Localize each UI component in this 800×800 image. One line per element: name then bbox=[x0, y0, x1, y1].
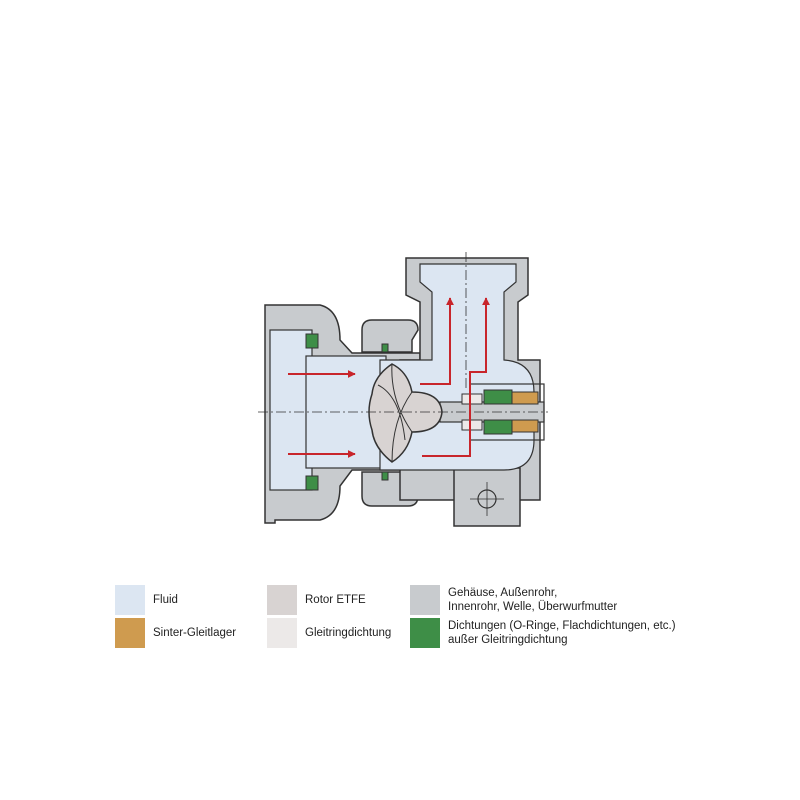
legend-swatch-bearing bbox=[115, 618, 145, 648]
legend-label-mech-seal: Gleitringdichtung bbox=[305, 627, 392, 639]
legend-label-fluid: Fluid bbox=[153, 594, 178, 606]
legend-label-housing-line2: Innenrohr, Welle, Überwurfmutter bbox=[448, 601, 618, 613]
legend-label-rotor: Rotor ETFE bbox=[305, 594, 366, 606]
o-ring-bottom bbox=[381, 471, 389, 481]
rotor bbox=[368, 363, 443, 463]
legend-item-rotor: Rotor ETFE bbox=[267, 585, 366, 615]
flat-seal-bottom bbox=[305, 475, 319, 491]
mech-seal-top bbox=[483, 389, 513, 405]
legend-label-seals: Dichtungen (O-Ringe, Flachdichtungen, et… bbox=[448, 618, 676, 647]
flow-arrow-outlet-left bbox=[420, 297, 454, 385]
flow-arrow-outlet-right bbox=[422, 297, 490, 457]
sinter-bearing-top bbox=[511, 391, 539, 405]
legend-label-seals-line2: außer Gleitringdichtung bbox=[448, 634, 568, 646]
legend-label-bearing: Sinter-Gleitlager bbox=[153, 627, 237, 639]
legend-item-mech-seal: Gleitringdichtung bbox=[267, 618, 391, 648]
legend-item-seals: Dichtungen (O-Ringe, Flachdichtungen, et… bbox=[410, 618, 676, 648]
legend-item-bearing: Sinter-Gleitlager bbox=[115, 618, 236, 648]
mech-seal-face-bottom bbox=[461, 419, 483, 431]
legend-item-housing: Gehäuse, Außenrohr, Innenrohr, Welle, Üb… bbox=[410, 585, 617, 615]
sinter-bearing-bottom bbox=[511, 419, 539, 433]
legend-swatch-fluid bbox=[115, 585, 145, 615]
foot-mounting-hole bbox=[477, 489, 497, 509]
legend-label-housing: Gehäuse, Außenrohr, Innenrohr, Welle, Üb… bbox=[448, 585, 617, 614]
fluid-inlet-chamber bbox=[269, 329, 313, 491]
rotor-blade-lines bbox=[377, 363, 413, 463]
mech-seal-face-top bbox=[461, 393, 483, 405]
union-nut-top bbox=[361, 319, 419, 353]
legend-label-seals-line1: Dichtungen (O-Ringe, Flachdichtungen, et… bbox=[448, 620, 676, 632]
o-ring-top bbox=[381, 343, 389, 353]
legend-swatch-seals bbox=[410, 618, 440, 648]
legend-label-housing-line1: Gehäuse, Außenrohr, bbox=[448, 587, 558, 599]
mech-seal-bottom bbox=[483, 419, 513, 435]
flat-seal-top bbox=[305, 333, 319, 349]
legend-swatch-rotor bbox=[267, 585, 297, 615]
legend-swatch-housing bbox=[410, 585, 440, 615]
legend-item-fluid: Fluid bbox=[115, 585, 178, 615]
flow-arrows bbox=[288, 297, 490, 458]
legend-swatch-mech-seal bbox=[267, 618, 297, 648]
